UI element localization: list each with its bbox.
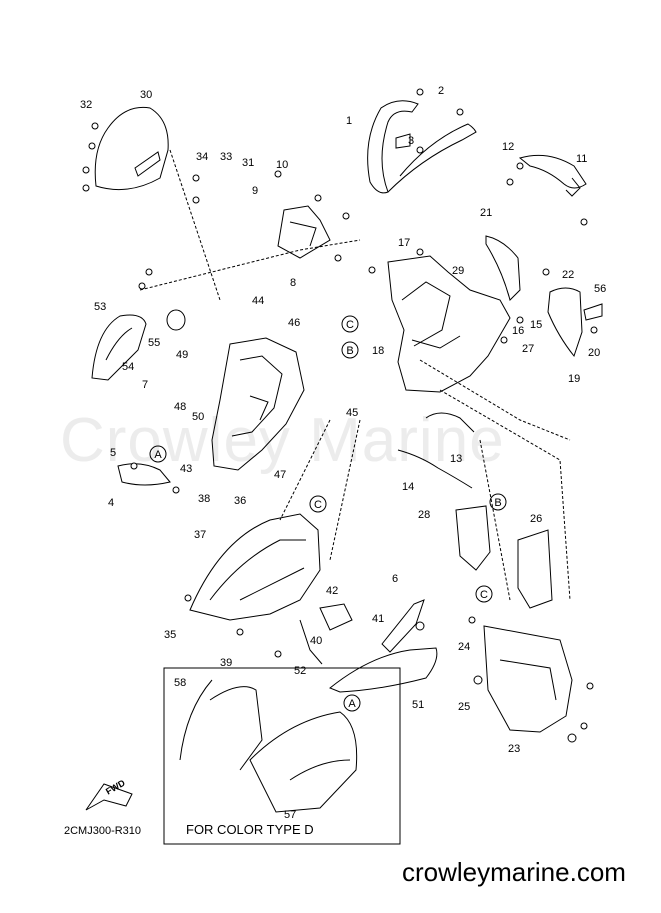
part-bracket-28: [455, 505, 491, 571]
ref-marker-a: A: [154, 449, 162, 461]
ref-marker-c: C: [346, 319, 354, 331]
inset-caption: FOR COLOR TYPE D: [186, 822, 314, 837]
ref-marker-a: A: [348, 698, 356, 710]
part-side-bracket: [518, 154, 587, 189]
part-inner-bracket: [277, 205, 331, 259]
callout-53: 53: [94, 301, 106, 313]
part-front-cover: [367, 100, 419, 194]
callout-48: 48: [174, 401, 186, 413]
callout-24: 24: [458, 641, 470, 653]
callout-55: 55: [148, 337, 160, 349]
part-panel-51: [329, 647, 438, 693]
callout-41: 41: [372, 613, 384, 625]
callout-5: 5: [110, 447, 116, 459]
callout-7: 7: [142, 379, 148, 391]
ref-marker-c: C: [480, 589, 488, 601]
callout-11: 11: [576, 153, 587, 165]
callout-28: 28: [418, 509, 430, 521]
part-cover-57: [249, 711, 358, 813]
callout-18: 18: [372, 345, 384, 357]
callout-40: 40: [310, 635, 322, 647]
callout-36: 36: [234, 495, 246, 507]
callout-44: 44: [252, 295, 264, 307]
part-wire-14: [397, 449, 473, 489]
fastener-set: [82, 88, 598, 743]
callout-29: 29: [452, 265, 464, 277]
part-inner-panel: [387, 255, 511, 393]
part-windscreen: [94, 106, 169, 191]
callout-35: 35: [164, 629, 176, 641]
part-undercover-23: [483, 625, 573, 733]
callout-22: 22: [562, 269, 574, 281]
part-cover-21: [485, 235, 521, 301]
website-label: crowleymarine.com: [402, 857, 626, 887]
callout-4: 4: [108, 497, 114, 509]
callout-8: 8: [290, 277, 296, 289]
callout-21: 21: [480, 207, 492, 219]
part-cover-58: [179, 679, 213, 761]
ref-marker-b: B: [494, 497, 501, 509]
callout-25: 25: [458, 701, 470, 713]
callout-6: 6: [392, 573, 398, 585]
callout-10: 10: [276, 159, 288, 171]
part-wire-13: [425, 412, 475, 433]
callout-52: 52: [294, 665, 306, 677]
callout-19: 19: [568, 373, 580, 385]
callout-46: 46: [288, 317, 300, 329]
part-panel-6: [381, 599, 425, 653]
part-mirror-cover-53: [91, 314, 147, 381]
callout-1: 1: [346, 115, 352, 127]
part-inner-structure-left: [211, 337, 305, 471]
callout-38: 38: [198, 493, 210, 505]
callout-30: 30: [140, 89, 152, 101]
ref-marker-b: B: [346, 345, 353, 357]
callout-58: 58: [174, 677, 186, 689]
callout-50: 50: [192, 411, 204, 423]
callout-37: 37: [194, 529, 206, 541]
callout-27: 27: [522, 343, 534, 355]
callout-13: 13: [450, 453, 462, 465]
callout-47: 47: [274, 469, 286, 481]
callout-31: 31: [242, 157, 254, 169]
callout-33: 33: [220, 151, 232, 163]
callout-51: 51: [412, 699, 424, 711]
callout-34: 34: [196, 151, 208, 163]
callout-57: 57: [284, 809, 296, 821]
part-lower-piece-4: [117, 463, 171, 486]
callout-23: 23: [508, 743, 520, 755]
ref-marker-c: C: [314, 499, 322, 511]
callout-20: 20: [588, 347, 600, 359]
callout-26: 26: [530, 513, 542, 525]
callout-49: 49: [176, 349, 188, 361]
callout-45: 45: [346, 407, 358, 419]
callout-14: 14: [402, 481, 414, 493]
diagram-code: 2CMJ300-R310: [64, 825, 142, 837]
callout-12: 12: [502, 141, 514, 153]
callout-17: 17: [398, 237, 410, 249]
part-side-cover-35: [189, 513, 321, 621]
callout-56: 56: [594, 283, 606, 295]
callout-16: 16: [512, 325, 524, 337]
callout-43: 43: [180, 463, 192, 475]
callout-32: 32: [80, 99, 92, 111]
inset-frame: [163, 667, 401, 845]
callout-9: 9: [252, 185, 258, 197]
callout-42: 42: [326, 585, 338, 597]
callout-54: 54: [122, 361, 134, 373]
fwd-arrow: [85, 783, 133, 811]
callout-2: 2: [438, 85, 444, 97]
part-cover-19: [547, 287, 583, 358]
callout-39: 39: [220, 657, 232, 669]
part-bracket-26: [517, 529, 553, 609]
callout-15: 15: [530, 319, 542, 331]
callout-3: 3: [408, 135, 414, 147]
